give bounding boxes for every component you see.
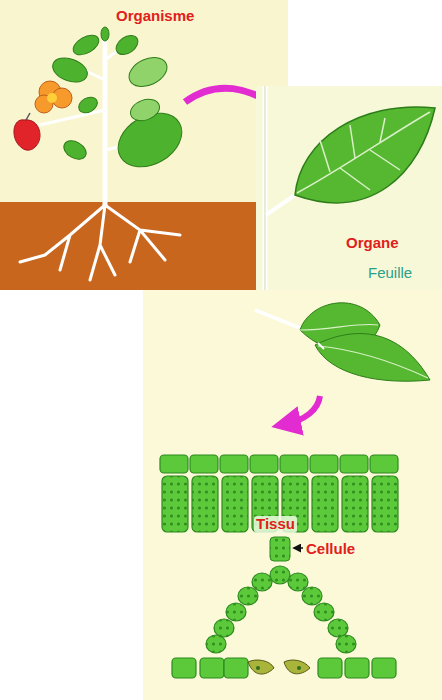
part-label: Organisme — [116, 8, 194, 25]
part-label: Organe — [346, 235, 399, 252]
part-label: Cellule — [306, 541, 355, 558]
part-label: Tissu — [254, 516, 297, 533]
part-label: Feuille — [368, 265, 412, 282]
